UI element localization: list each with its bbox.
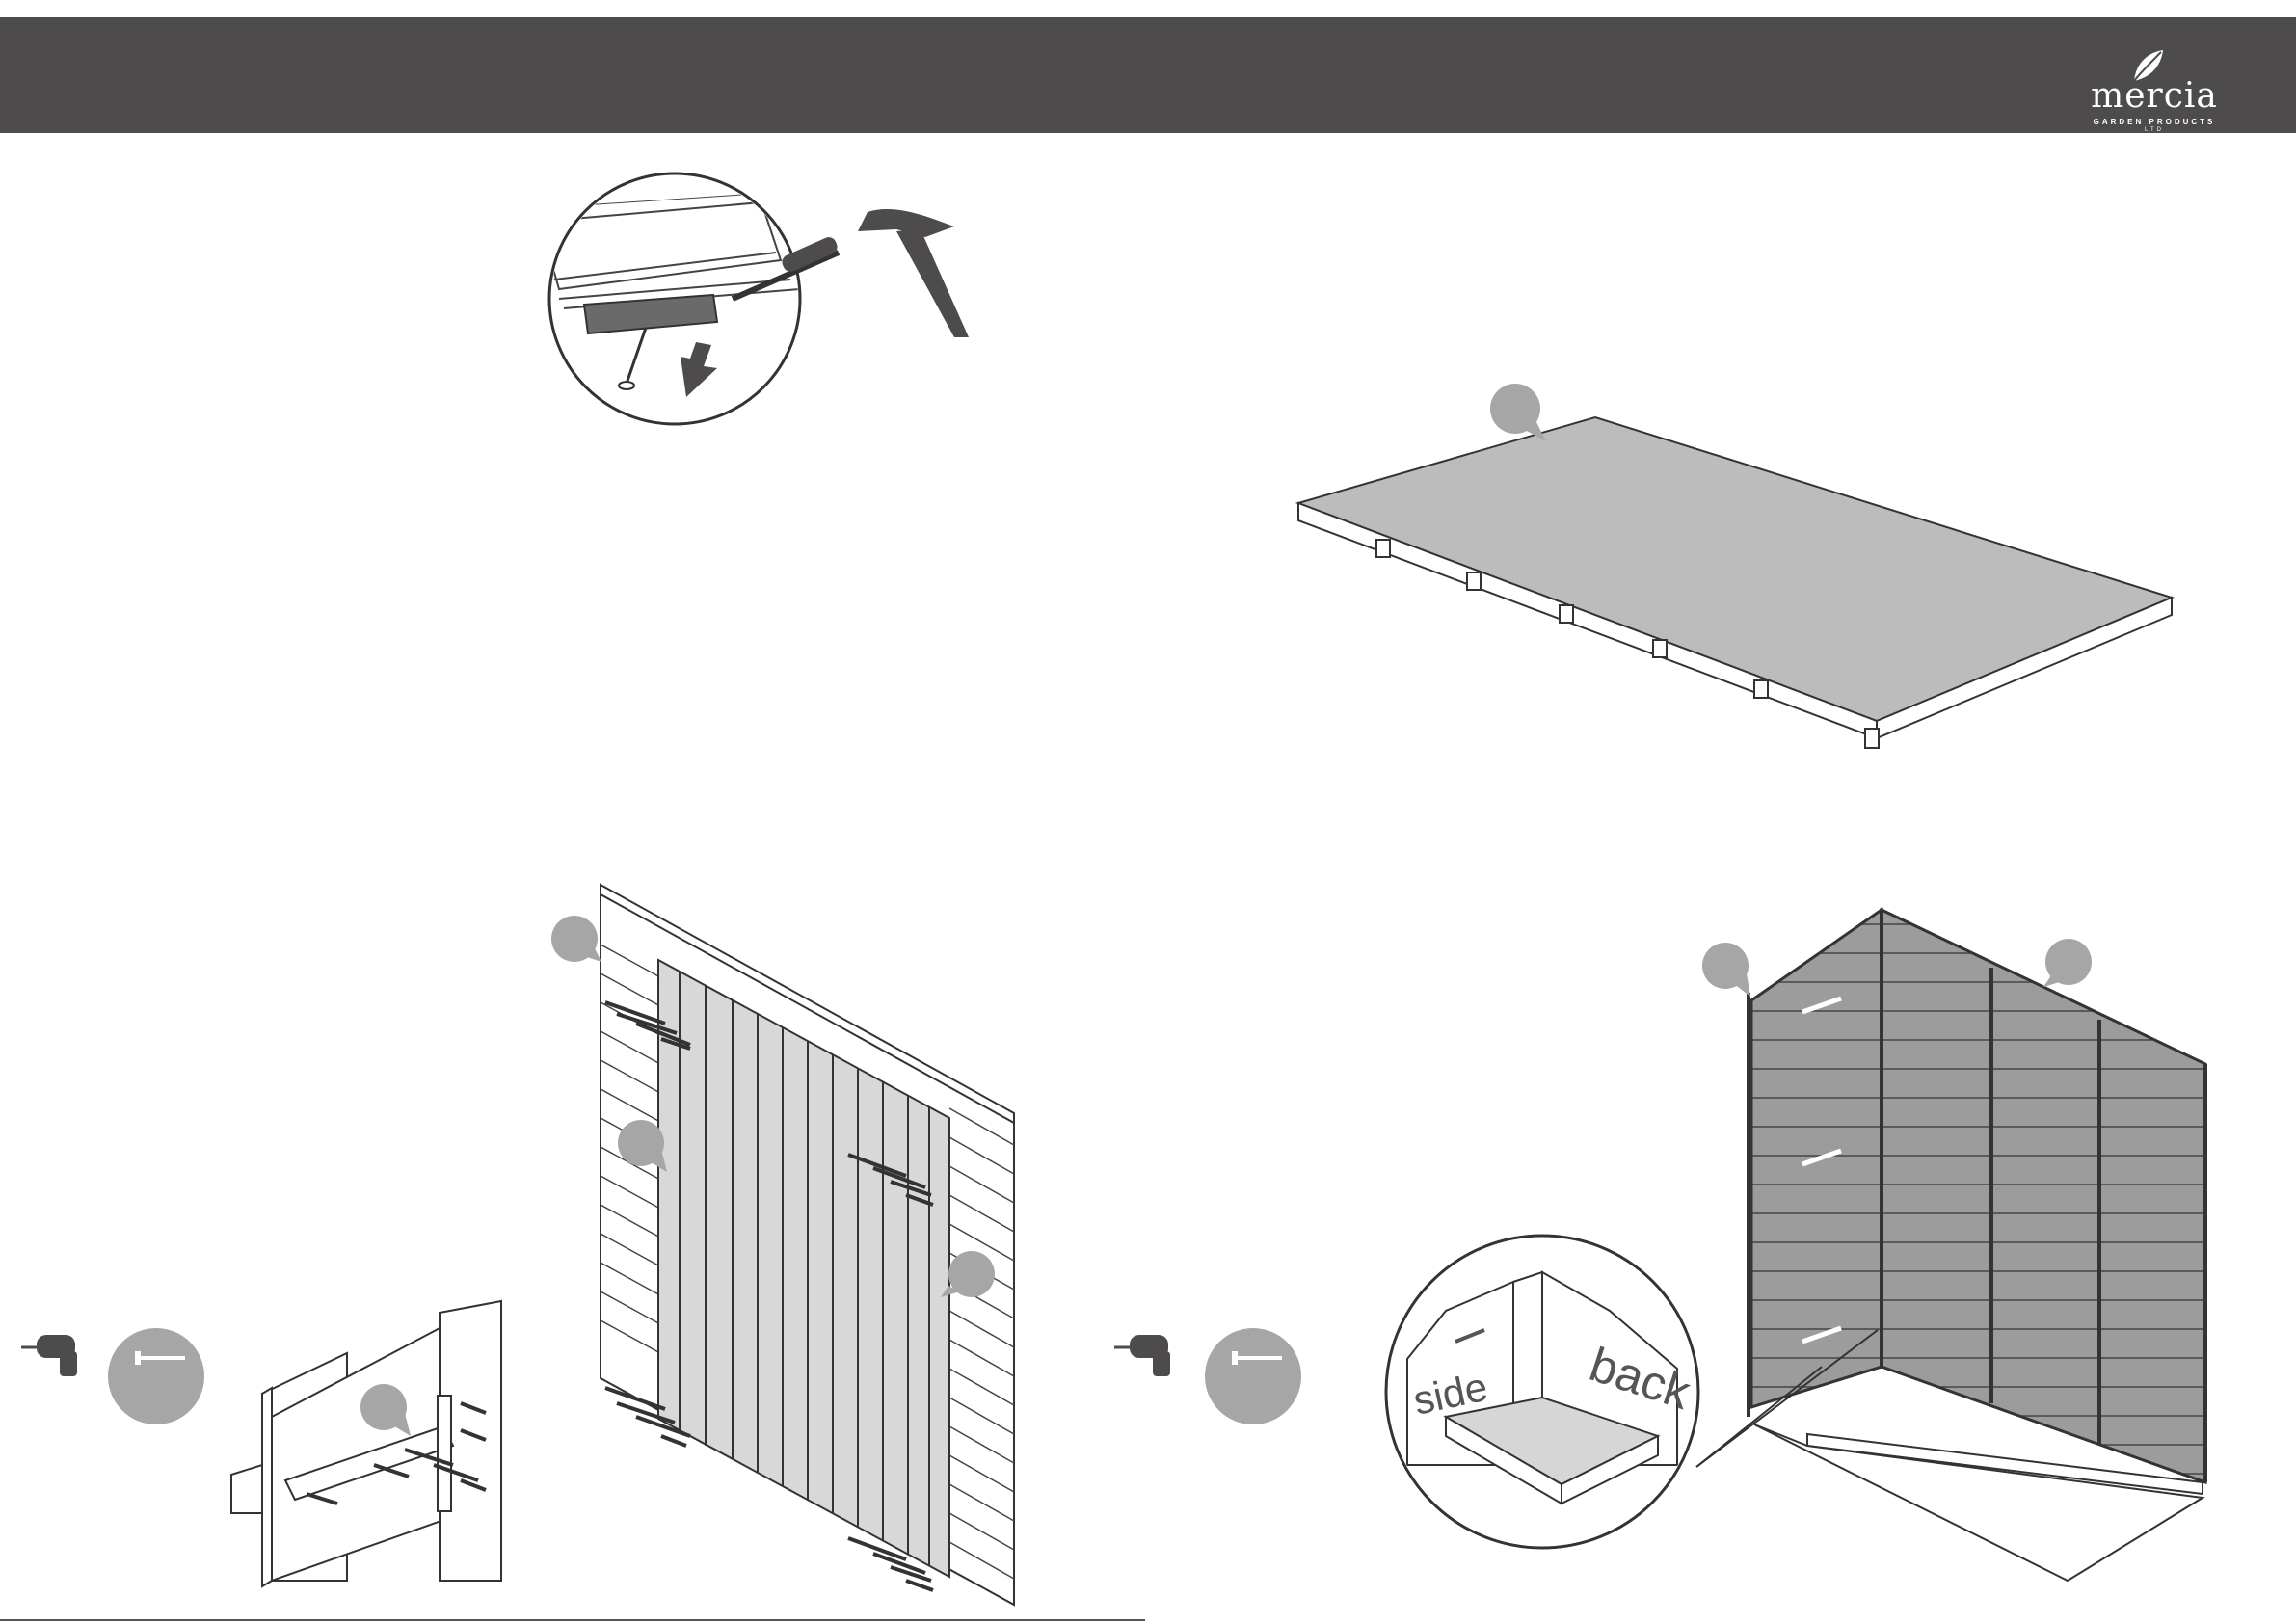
- corner-joint-detail: [231, 1301, 501, 1586]
- walls-diagram: [1702, 910, 2205, 1581]
- drill-icon: [1114, 1335, 1170, 1376]
- callout-icon: [1490, 384, 1546, 441]
- hammer-detail: [540, 173, 969, 424]
- footer-rule: [0, 1619, 1145, 1621]
- front-panel-diagram: [551, 885, 1014, 1605]
- screw-icon: [1205, 1328, 1301, 1424]
- floor-base-diagram: [1298, 384, 2172, 748]
- screw-icon: [108, 1328, 204, 1424]
- drill-icon: [21, 1335, 77, 1376]
